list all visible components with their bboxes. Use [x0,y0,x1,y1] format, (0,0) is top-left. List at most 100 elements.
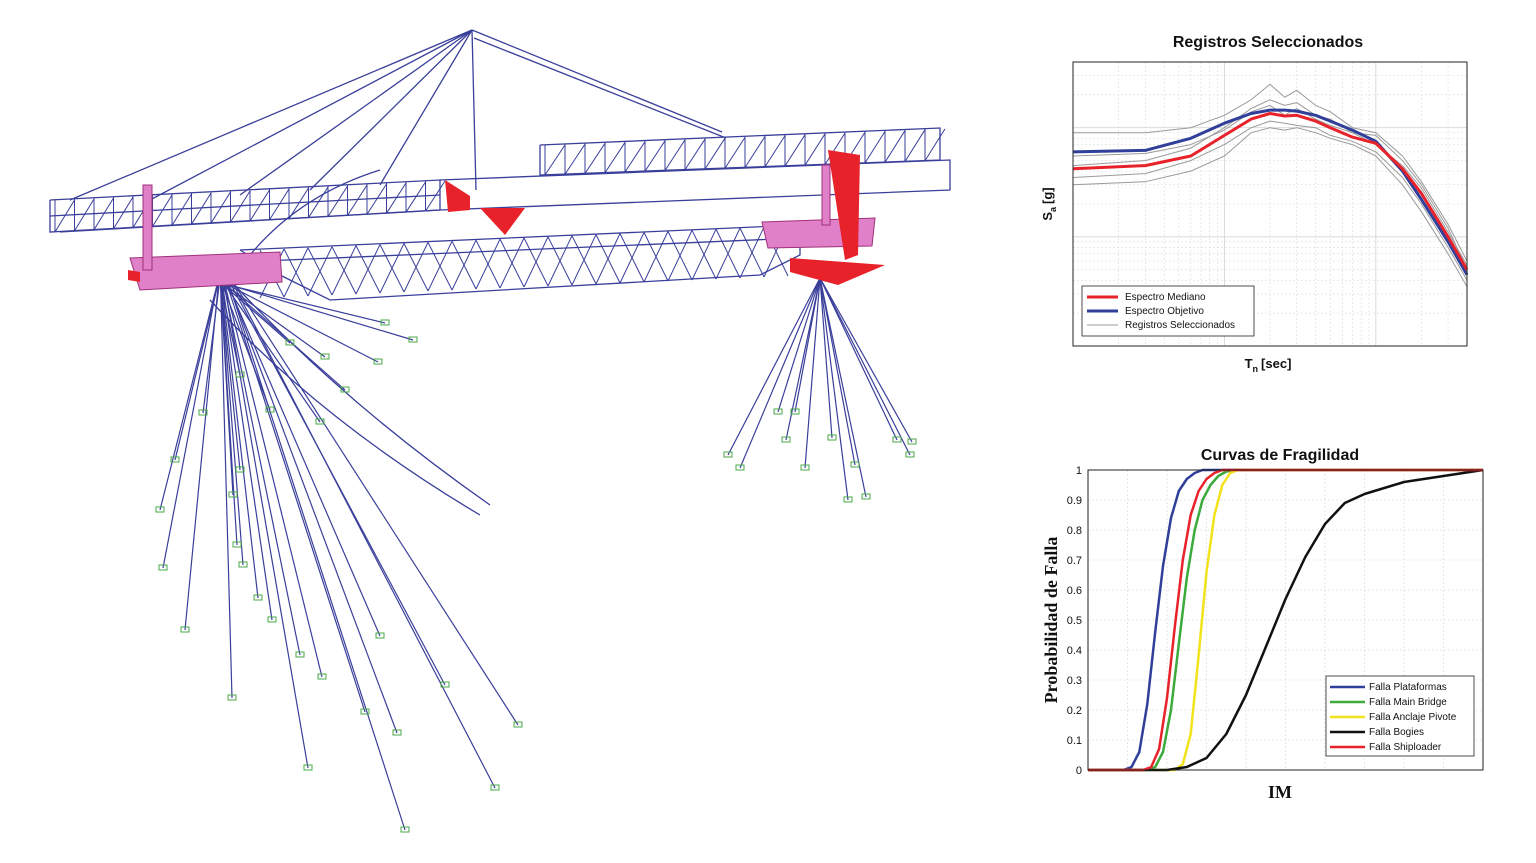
pile [819,277,898,441]
truss-member [619,233,645,283]
pile [228,284,406,831]
spectra-grid [1072,61,1468,347]
pile [794,277,821,413]
pile [222,284,273,621]
truss-member [425,180,446,212]
truss-member [451,240,477,290]
pile [174,284,219,461]
truss-member [230,190,251,223]
spectra-title: Registros Seleccionados [1173,34,1363,51]
pile [227,284,379,363]
curved-frame [209,299,481,516]
support-marker [198,409,208,416]
truss-member [864,131,886,164]
truss-member [54,199,75,233]
spectra-legend-records: Registros Seleccionados [1125,320,1235,331]
truss-member [564,143,586,175]
spectra-legend: Espectro Mediano Espectro Objetivo Regis… [1081,285,1255,337]
pile [229,284,414,341]
support-marker [380,319,390,326]
pile [223,284,291,344]
truss-member [191,192,212,225]
fragility-ytick-label: 0.3 [1067,675,1082,687]
pile [226,284,366,713]
support-marker [892,436,902,443]
support-marker [170,456,180,463]
support-marker [232,541,242,548]
fragility-series-line [1088,468,1483,772]
support-marker [228,491,238,498]
support-marker [773,408,783,415]
fragility-series-line [1088,468,1484,772]
truss-member [93,197,114,231]
truss-member [366,183,387,215]
truss-member [327,185,348,217]
truss-member [764,135,786,168]
model-supports [155,319,917,833]
truss-member [405,181,426,213]
pile [234,284,519,726]
truss-member [691,229,717,280]
support-marker [265,406,275,413]
fragility-plot-frame [1087,469,1484,771]
pile [159,284,218,511]
fragility-legend-item-4: Falla Shiploader [1369,742,1442,753]
pile [184,284,219,631]
support-marker [790,408,800,415]
truss-member [904,129,926,162]
support-marker [235,371,245,378]
pile [220,284,244,566]
truss-member [684,138,706,171]
fragility-ytick-label: 1 [1076,465,1082,477]
support-marker [373,358,383,365]
fragility-ytick-label: 0.5 [1067,615,1082,627]
pile [727,277,821,456]
fragility-xlabel: IM [1268,782,1292,802]
spectra-series-line [1072,104,1468,266]
support-marker [843,496,853,503]
pile [233,284,496,789]
pile [819,277,849,501]
truss-member [643,232,669,282]
pile [224,284,321,423]
support-marker [375,632,385,639]
curved-frame [229,279,491,506]
truss-member [113,196,134,229]
truss-member [347,184,368,216]
fragility-yticks: 00.10.20.30.40.50.60.70.80.91 [1067,465,1082,777]
truss-member [249,189,270,222]
truss-member [269,188,290,221]
truss-member [667,231,693,281]
truss-member [824,132,846,165]
model-piles [159,169,913,831]
support-marker [227,694,237,701]
support-marker [235,466,245,473]
truss-member [152,194,173,227]
truss-member [739,227,765,278]
support-marker [800,464,810,471]
truss-member [74,198,95,232]
support-marker [303,764,313,771]
fragility-ytick-label: 0.6 [1067,585,1082,597]
truss-member [331,246,357,295]
fragility-legend-item-3: Falla Bogies [1369,727,1424,738]
fragility-series-line [1088,468,1483,772]
truss-member [307,247,333,296]
pile [819,277,913,443]
truss-member [644,140,666,172]
spectra-series-line [1073,83,1468,262]
truss-member [403,243,429,292]
truss-member [624,141,646,173]
fragility-legend-item-0: Falla Plataformas [1369,682,1447,693]
support-marker [238,561,248,568]
truss-member [704,137,726,170]
pile [228,284,398,734]
pile [220,284,241,376]
spectra-legend-target: Espectro Objetivo [1125,306,1204,317]
fragility-series-line [1088,468,1483,772]
fragility-grid [1088,469,1483,771]
pile [162,284,218,569]
truss-member [544,144,566,176]
truss-member [171,193,192,226]
svg-text:Sa[g]: Sa[g] [1040,187,1058,220]
